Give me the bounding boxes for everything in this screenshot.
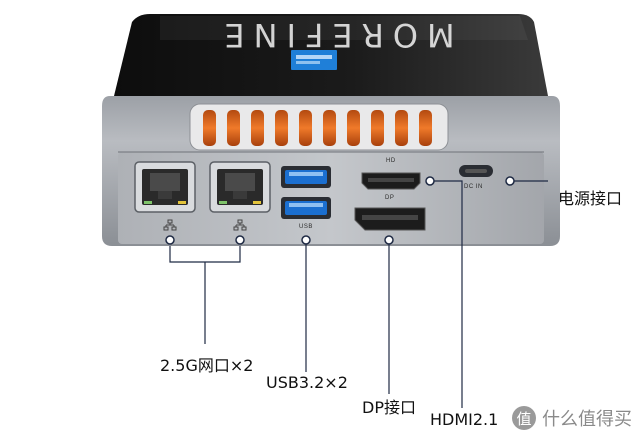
callout-dots: [165, 176, 515, 245]
hdmi-port: [361, 172, 421, 190]
watermark-logo-icon: 值: [512, 406, 536, 430]
usb-port-2: [281, 197, 331, 219]
callout-dp: DP接口: [362, 398, 416, 417]
watermark: 值 什么值得买: [512, 405, 632, 431]
port-label-hd: HD: [386, 158, 396, 164]
vent-slots: [203, 110, 432, 146]
dp-port: [354, 207, 426, 231]
callout-usb: USB3.2×2: [266, 373, 348, 392]
callout-lines: [169, 180, 548, 408]
callout-ethernet: 2.5G网口×2: [160, 356, 254, 375]
port-label-dcin: DC IN: [464, 184, 483, 190]
port-label-dp: DP: [385, 195, 395, 201]
port-label-usb: USB: [299, 224, 313, 230]
usb-c-dc-port: [459, 165, 493, 177]
network-icon: [163, 219, 177, 231]
callout-power: 电源接口: [558, 189, 623, 208]
watermark-text: 什么值得买: [542, 409, 632, 430]
callout-hdmi: HDMI2.1: [430, 410, 499, 429]
network-icon: [233, 219, 247, 231]
brand-text: MOREFINE: [215, 16, 455, 54]
ethernet-port-2: [209, 161, 271, 213]
ethernet-port-1: [134, 161, 196, 213]
usb-port-1: [281, 166, 331, 188]
